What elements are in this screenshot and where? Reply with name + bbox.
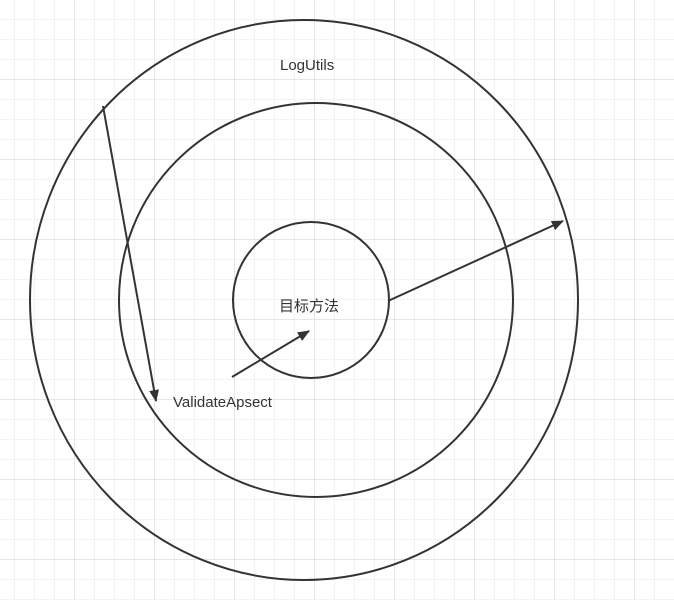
outer-circle (29, 19, 579, 581)
arrow-inner-to-outer (387, 220, 564, 302)
inner-circle-label: 目标方法 (279, 297, 340, 315)
arrow-outer-to-middle (102, 105, 159, 402)
middle-circle (118, 102, 514, 498)
arrow-middle-to-inner (231, 330, 310, 378)
outer-ring-label: LogUtils (280, 57, 335, 74)
middle-ring-label: ValidateApsect (173, 394, 272, 411)
